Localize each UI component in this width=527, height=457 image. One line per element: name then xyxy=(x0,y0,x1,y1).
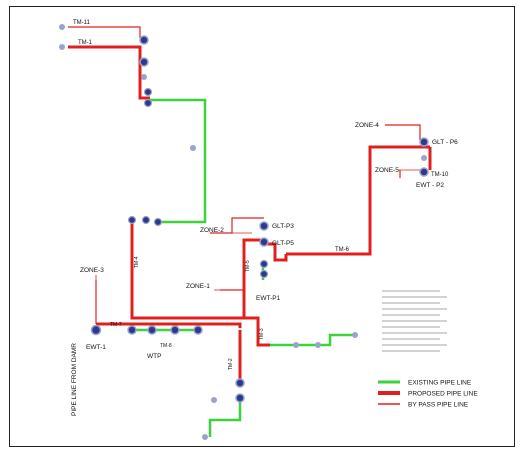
bypass-pipe-tm11 xyxy=(68,26,141,38)
label-zone2: ZONE-2 xyxy=(200,227,224,234)
existing-pipe-tm3 xyxy=(270,333,355,347)
legend: EXISTING PIPE LINE PROPOSED PIPE LINE BY P… xyxy=(378,380,478,409)
label-tm6: TM-6 xyxy=(335,247,350,253)
node-tm10-a xyxy=(421,155,427,161)
bypass-pipe-zone4 xyxy=(385,124,421,140)
node-tm1-valve xyxy=(141,74,147,80)
label-tm5: TM-5 xyxy=(245,260,251,272)
label-wtp: WTP xyxy=(147,353,161,360)
label-ewt-p2: EWT - P2 xyxy=(416,182,444,189)
node-glt-upper xyxy=(190,145,196,151)
legend-notes xyxy=(382,290,447,352)
existing-pipes xyxy=(130,98,355,437)
proposed-pipes xyxy=(68,45,432,380)
node-tm1-pump xyxy=(139,57,149,67)
node-ewt-p2 xyxy=(419,167,429,177)
node-tm2-end xyxy=(202,434,208,440)
node-wtp-1 xyxy=(147,325,157,335)
node-tm4-head-3 xyxy=(153,217,163,227)
node-tm11-source xyxy=(59,24,65,30)
node-wtp-3 xyxy=(193,325,203,335)
node-wtp-2 xyxy=(170,325,180,335)
existing-pipe-tm1-branch xyxy=(150,98,207,224)
node-tm2-src xyxy=(211,397,217,403)
node-tm3-end-2 xyxy=(315,342,321,348)
node-tm11-pump xyxy=(139,35,149,45)
zone-arrows xyxy=(95,124,420,291)
bypass-pipe-zone2 xyxy=(210,217,264,234)
proposed-pipe-tm1 xyxy=(68,45,150,100)
node-tm2-pump-b xyxy=(235,393,245,403)
legend-label-bypass: BY PASS PIPE LINE xyxy=(408,402,469,409)
label-zone4: ZONE-4 xyxy=(355,122,379,129)
node-tm1-tank-b xyxy=(143,98,153,108)
label-zone1: ZONE-1 xyxy=(186,283,210,290)
label-tm1: TM-1 xyxy=(78,40,93,46)
existing-pipe-tm2 xyxy=(208,395,242,437)
node-tm4-head-2 xyxy=(141,215,151,225)
labels: TM-11 TM-1 ZONE-4 GLT - P6 ZONE-5 TM-10 … xyxy=(71,20,458,416)
label-tm2: TM-2 xyxy=(228,358,234,370)
node-glt-p3 xyxy=(259,221,269,231)
node-tm7-pump xyxy=(127,325,137,335)
label-zone5: ZONE-5 xyxy=(375,167,399,174)
proposed-pipe-tm5 xyxy=(242,238,262,280)
label-ewt-p1: EWT-P1 xyxy=(256,295,281,302)
proposed-pipe-glt-p5 xyxy=(262,242,288,262)
node-ewt-1 xyxy=(90,324,102,336)
label-glt-p6: GLT - P6 xyxy=(432,139,458,146)
node-tm1-source xyxy=(59,44,65,50)
node-tm3-end-3 xyxy=(352,332,358,338)
proposed-pipe-tm4-to-tm8 xyxy=(96,322,242,328)
label-tm3: TM-3 xyxy=(259,328,265,340)
label-tm8: TM-8 xyxy=(160,343,172,349)
node-tm2-pump-a xyxy=(235,378,245,388)
proposed-pipe-tm6 xyxy=(286,145,430,256)
label-tm4: TM-4 xyxy=(134,256,140,268)
node-glt-p5 xyxy=(259,237,269,247)
label-ewt-1: EWT-1 xyxy=(86,344,106,351)
node-ewt-p1-a xyxy=(259,259,269,269)
node-tm4-head-1 xyxy=(127,215,137,225)
proposed-pipe-tm4 xyxy=(130,222,246,320)
node-glt-p6 xyxy=(419,137,429,147)
legend-label-proposed: PROPOSED PIPE LINE xyxy=(408,391,478,398)
label-tm7: TM-7 xyxy=(110,322,122,328)
node-tm3-end-1 xyxy=(293,342,299,348)
label-tm11: TM-11 xyxy=(73,20,91,26)
label-tm10: TM-10 xyxy=(431,172,449,178)
proposed-pipe-tm3 xyxy=(244,316,270,347)
node-tm1-tank-a xyxy=(143,87,153,97)
legend-label-existing: EXISTING PIPE LINE xyxy=(408,380,472,387)
label-glt-p3: GLT-P3 xyxy=(272,223,294,230)
label-pipeline-from-dam: PIPE LINE FROM DAMR xyxy=(71,343,78,416)
node-ewt-p1-b xyxy=(259,269,269,279)
label-glt-p5: GLT-P5 xyxy=(272,240,294,247)
label-zone3: ZONE-3 xyxy=(80,267,104,274)
nodes xyxy=(59,24,429,440)
